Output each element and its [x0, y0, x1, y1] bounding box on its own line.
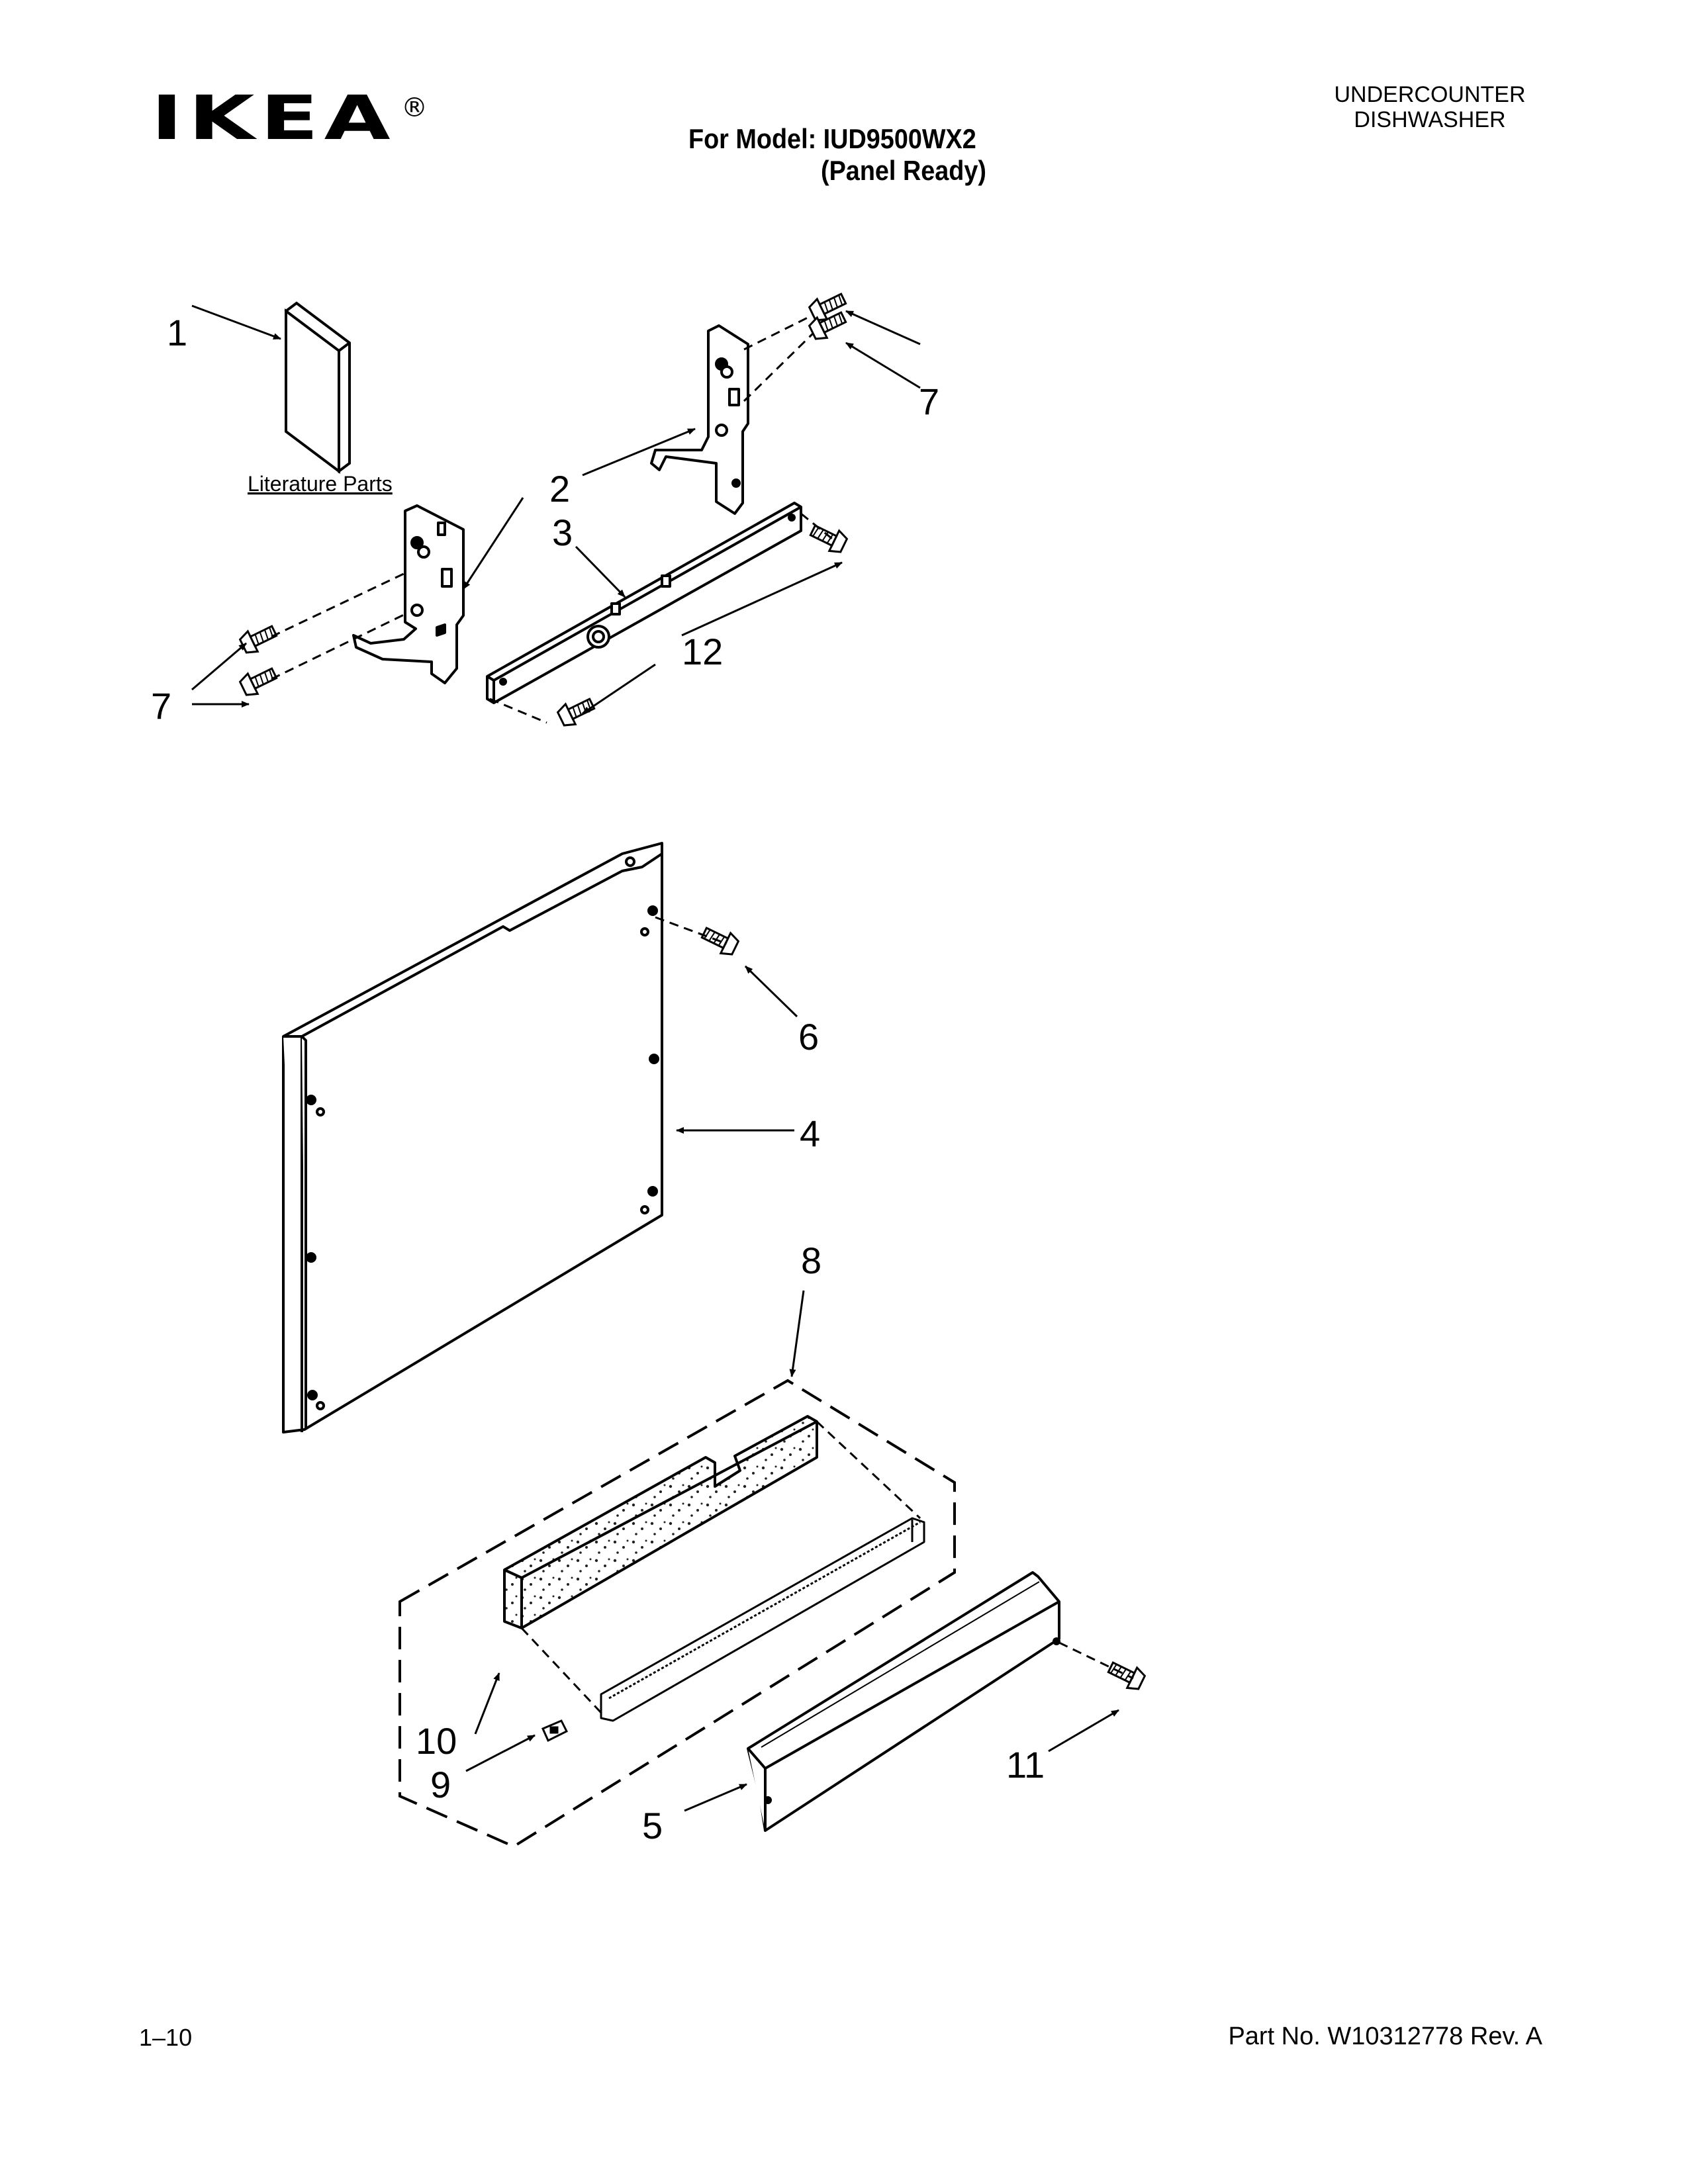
screw-icon	[806, 519, 850, 557]
callout-1: 1	[167, 312, 187, 353]
leader-lines	[191, 304, 1119, 1812]
screw-icon	[237, 662, 281, 700]
top-rail	[486, 502, 802, 704]
screw-icon	[555, 692, 598, 730]
literature-booklet	[284, 301, 351, 474]
callout-9: 9	[430, 1764, 451, 1805]
part-number: Part No. W10312778 Rev. A	[1228, 2023, 1542, 2050]
callout-10: 10	[416, 1720, 457, 1762]
category-line-2: DISHWASHER	[1354, 107, 1506, 132]
mounting-bracket-right	[650, 324, 749, 515]
toe-kick	[747, 1571, 1060, 1832]
callout-4: 4	[800, 1113, 820, 1154]
callout-7-top: 7	[919, 381, 939, 422]
page-number: 1–10	[139, 2024, 193, 2051]
trim-strip	[600, 1517, 925, 1722]
literature-parts-label: Literature Parts	[248, 472, 393, 496]
fastener-paths	[271, 314, 1134, 1715]
model-title: For Model: IUD9500WX2	[688, 123, 976, 154]
logo-text: IKEA	[151, 91, 396, 144]
callout-2: 2	[549, 468, 570, 510]
category-line-1: UNDERCOUNTER	[1334, 82, 1526, 107]
insulation-pad	[503, 1415, 818, 1629]
callout-7-left: 7	[151, 685, 171, 727]
screw-icon	[1104, 1656, 1148, 1694]
ikea-logo: IKEA ®	[151, 83, 429, 154]
mounting-bracket-left	[352, 504, 465, 684]
screw-icon	[237, 619, 281, 657]
callout-8: 8	[801, 1240, 821, 1281]
door-panel	[282, 842, 663, 1433]
callout-12: 12	[682, 631, 723, 672]
callout-3: 3	[552, 512, 573, 553]
callout-5: 5	[642, 1805, 663, 1846]
registered-mark: ®	[401, 93, 428, 123]
callout-11: 11	[1006, 1744, 1045, 1786]
clip	[541, 1719, 569, 1743]
kit-outline	[399, 1379, 956, 1848]
model-subtitle: (Panel Ready)	[821, 155, 986, 186]
callout-6: 6	[798, 1016, 819, 1058]
